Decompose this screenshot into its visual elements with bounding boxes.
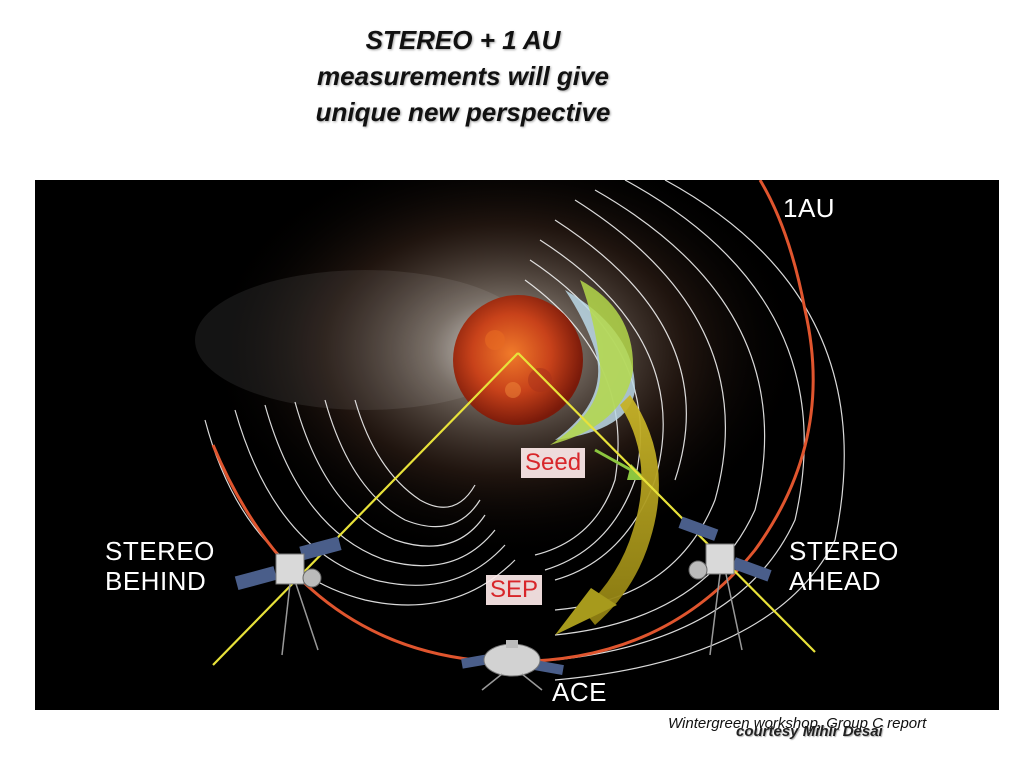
sight-lines [212,352,816,666]
sun-icon [453,295,583,425]
stereo-ahead-line-2: AHEAD [789,566,882,596]
spacecraft-icon [234,536,342,656]
title-line-3: unique new perspective [315,97,611,127]
stereo-behind-label: STEREO BEHIND [105,536,215,596]
stereo-ahead-label: STEREO AHEAD [789,536,899,596]
stereo-behind-line-1: STEREO [105,536,215,566]
slide-title: STEREO + 1 AU measurements will give uni… [250,22,676,130]
seed-label: Seed [521,448,586,478]
sep-arrow-body [583,395,659,625]
orbit-label: 1AU [783,193,836,223]
heliosphere-diagram: 1AU Seed SEP STEREO BEHIND STEREO AHEAD … [35,180,999,710]
ace-label: ACE [552,677,607,707]
report-citation: Wintergreen workshop, Group C report [668,715,927,732]
title-line-2: measurements will give [317,61,609,91]
corona-streamer [195,270,535,410]
orbit-1au [211,180,815,664]
image-credit: courtesy Mihir Desai [736,723,883,740]
spacecraft-icon [678,516,772,656]
seed-arrow-body [550,280,634,445]
spacecraft-icon [461,640,564,691]
sep-arrow-head [555,588,617,635]
diagram-canvas [195,180,845,691]
stereo-behind-line-2: BEHIND [105,566,207,596]
stereo-ahead-line-1: STEREO [789,536,899,566]
title-line-1: STEREO + 1 AU [365,25,561,55]
sep-label: SEP [486,575,543,605]
